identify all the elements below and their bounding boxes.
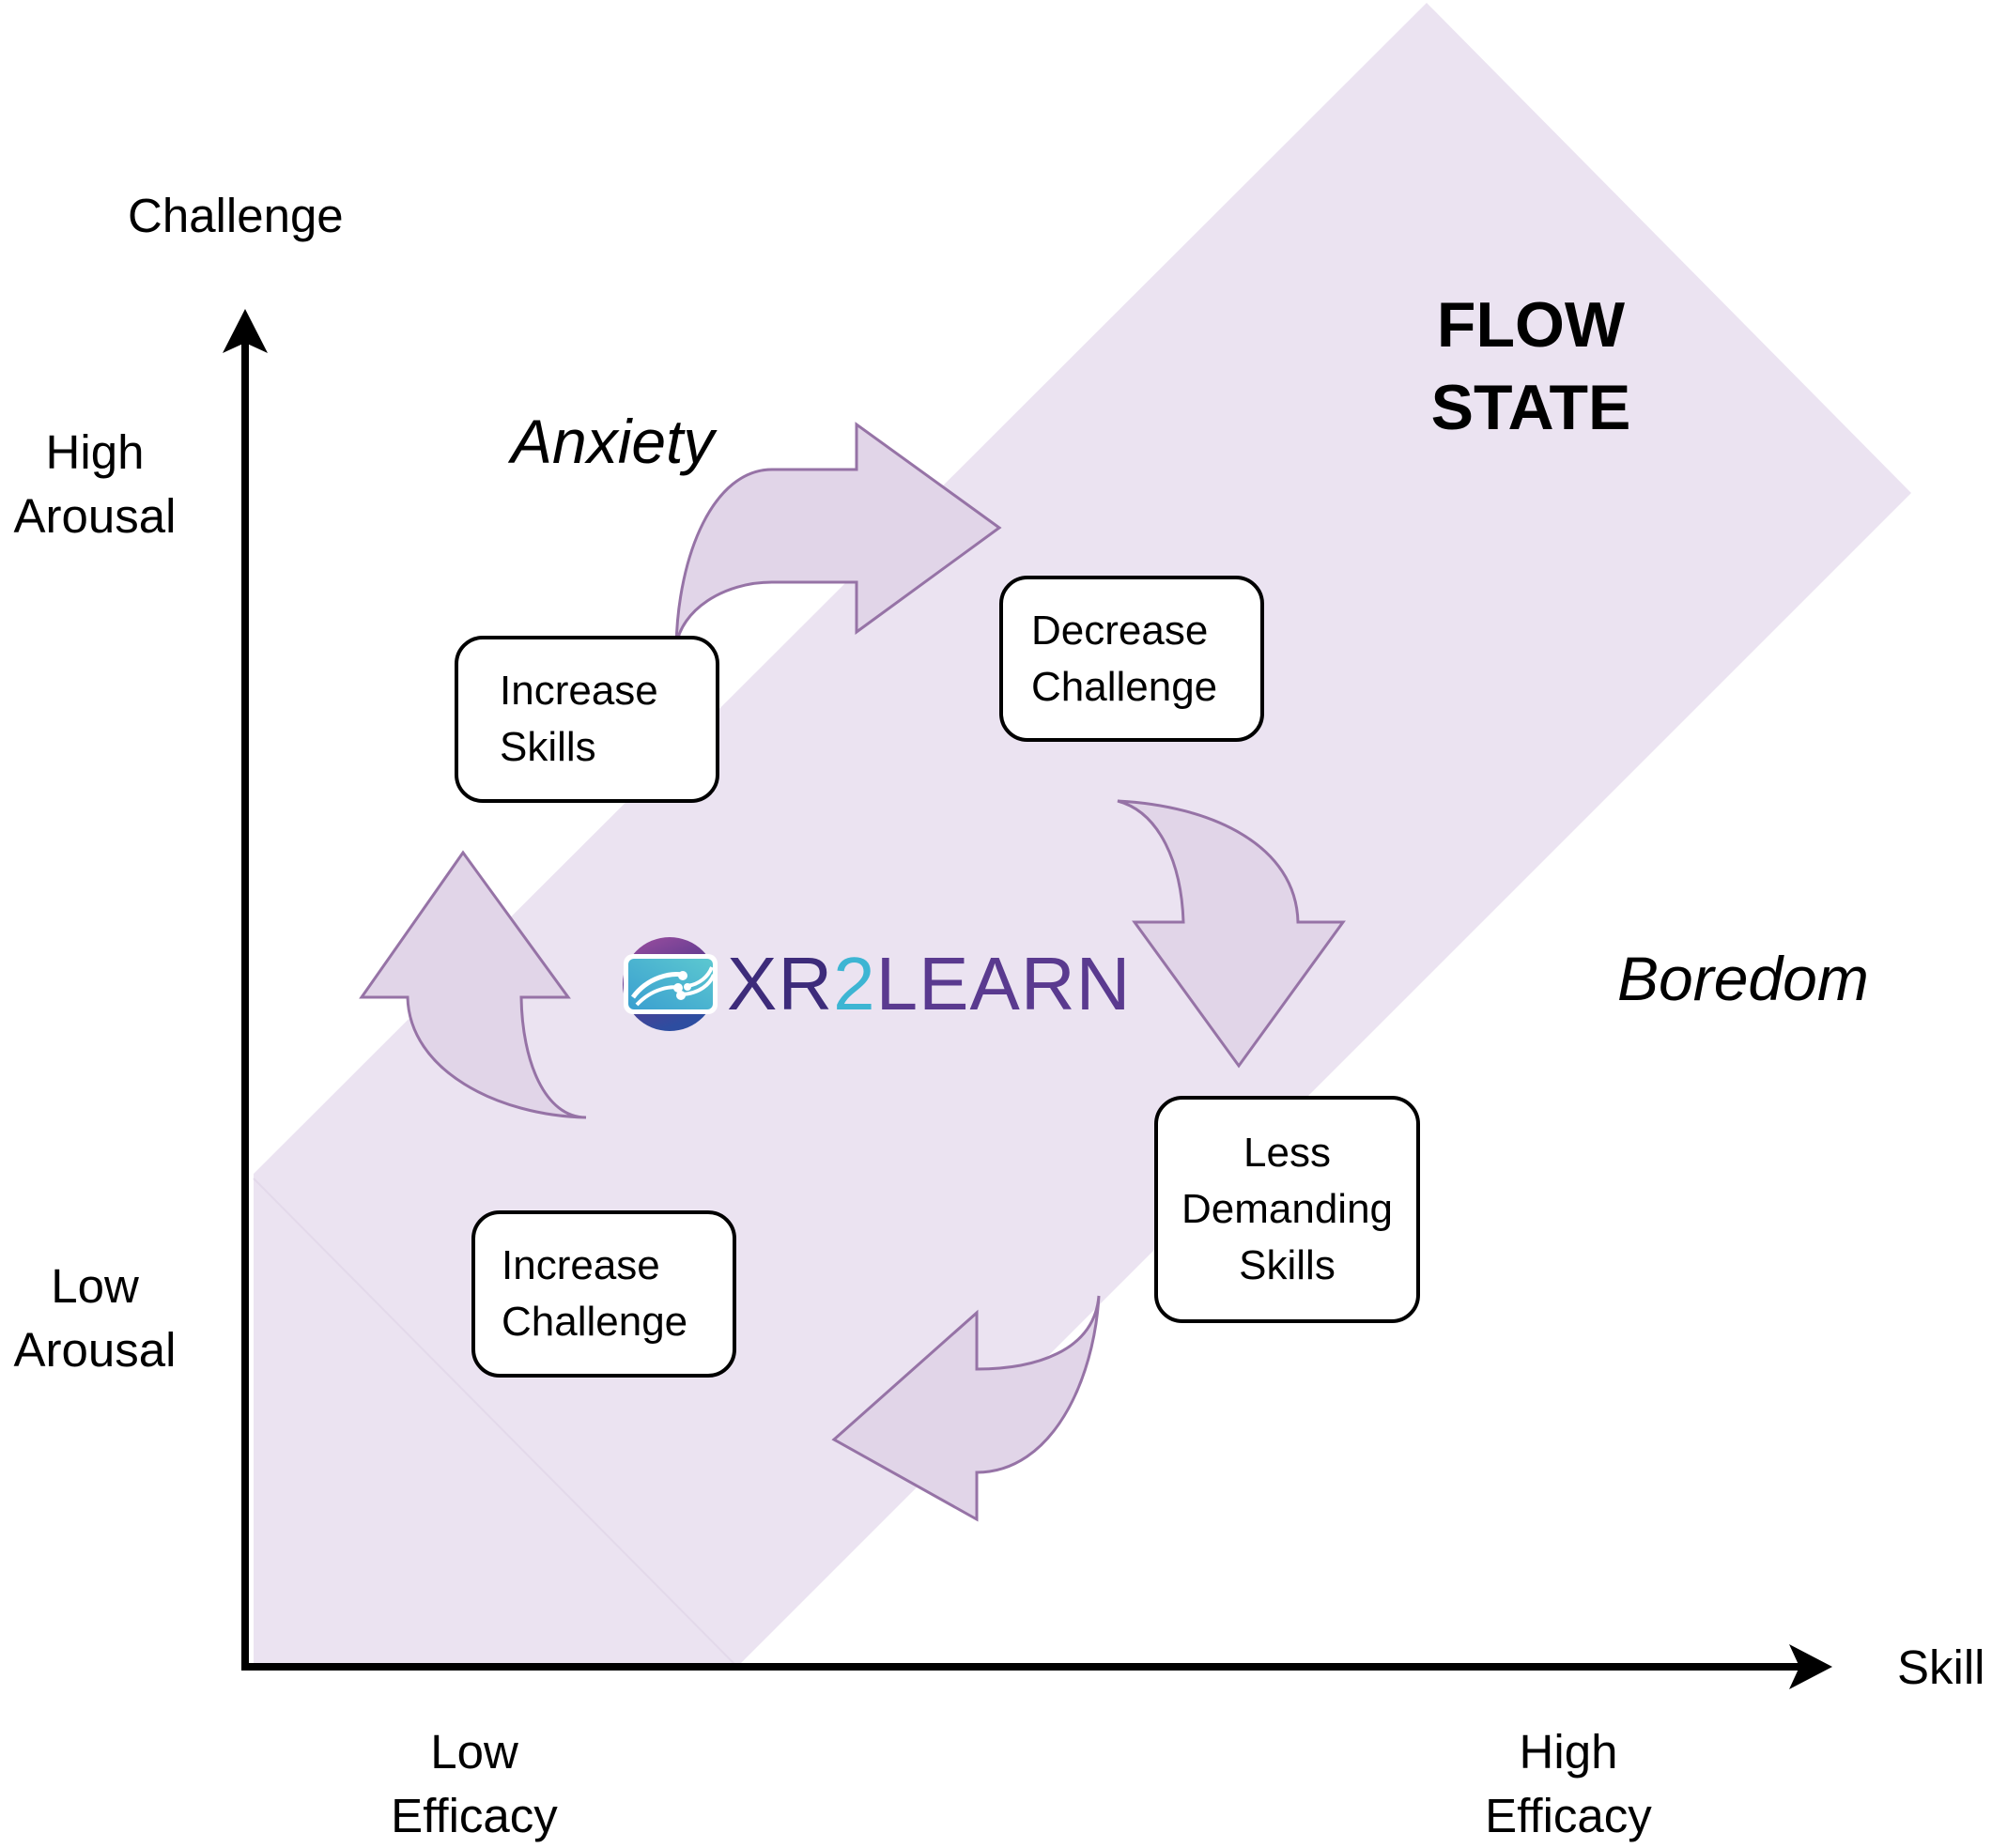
less-demanding-skills-box: Less Demanding Skills [1154,1096,1420,1323]
x-axis-title: Skill [1897,1640,1985,1694]
high-efficacy-line1: High [1519,1725,1618,1779]
low-arousal-label: Low Arousal [6,1255,184,1382]
y-axis-arrowhead [223,309,268,353]
low-arousal-line2: Arousal [13,1323,177,1377]
logo-suffix: LEARN [875,942,1132,1025]
low-arousal-line1: Low [51,1259,139,1313]
less-demanding-line2: Demanding [1181,1186,1394,1232]
less-demanding-line1: Less [1243,1130,1331,1176]
flow-state-label: FLOW STATE [1409,284,1653,449]
xr2learn-logo-icon [623,937,718,1031]
high-arousal-label: High Arousal [6,421,184,548]
decrease-challenge-line1: Decrease [1031,607,1209,654]
increase-challenge-line2: Challenge [502,1299,688,1345]
arrow-down [1117,799,1346,1069]
low-efficacy-label: Low Efficacy [376,1720,573,1848]
increase-challenge-line1: Increase [502,1242,660,1288]
decrease-challenge-line2: Challenge [1031,663,1218,710]
logo-digit: 2 [833,942,876,1025]
xr2learn-logo: XR2LEARN [620,932,1131,1037]
high-arousal-line1: High [45,425,145,479]
high-efficacy-line2: Efficacy [1485,1789,1652,1842]
flow-state-band [254,3,1911,1667]
flow-state-line2: STATE [1430,372,1631,443]
band-divider-line [253,1178,738,1668]
arrow-up-left [359,850,587,1119]
arrow-up-right [674,422,1002,647]
flow-state-line1: FLOW [1436,289,1626,361]
increase-skills-box: Increase Skills [455,636,719,803]
decrease-challenge-box: Decrease Challenge [999,576,1264,742]
increase-skills-line2: Skills [500,724,596,770]
anxiety-label: Anxiety [511,407,715,476]
y-axis-title: Challenge [128,189,344,242]
low-efficacy-line2: Efficacy [391,1789,558,1842]
high-arousal-line2: Arousal [13,489,177,543]
increase-skills-line1: Increase [500,668,658,714]
x-axis-arrowhead [1789,1644,1832,1689]
increase-challenge-box: Increase Challenge [471,1210,736,1378]
arrow-down-left [831,1295,1101,1522]
less-demanding-line3: Skills [1239,1242,1336,1288]
logo-prefix: XR [727,942,834,1025]
boredom-label: Boredom [1617,944,1869,1013]
low-efficacy-line1: Low [430,1725,518,1779]
high-efficacy-label: High Efficacy [1470,1720,1667,1848]
logo-wordmark: XR2LEARN [727,947,1131,1022]
